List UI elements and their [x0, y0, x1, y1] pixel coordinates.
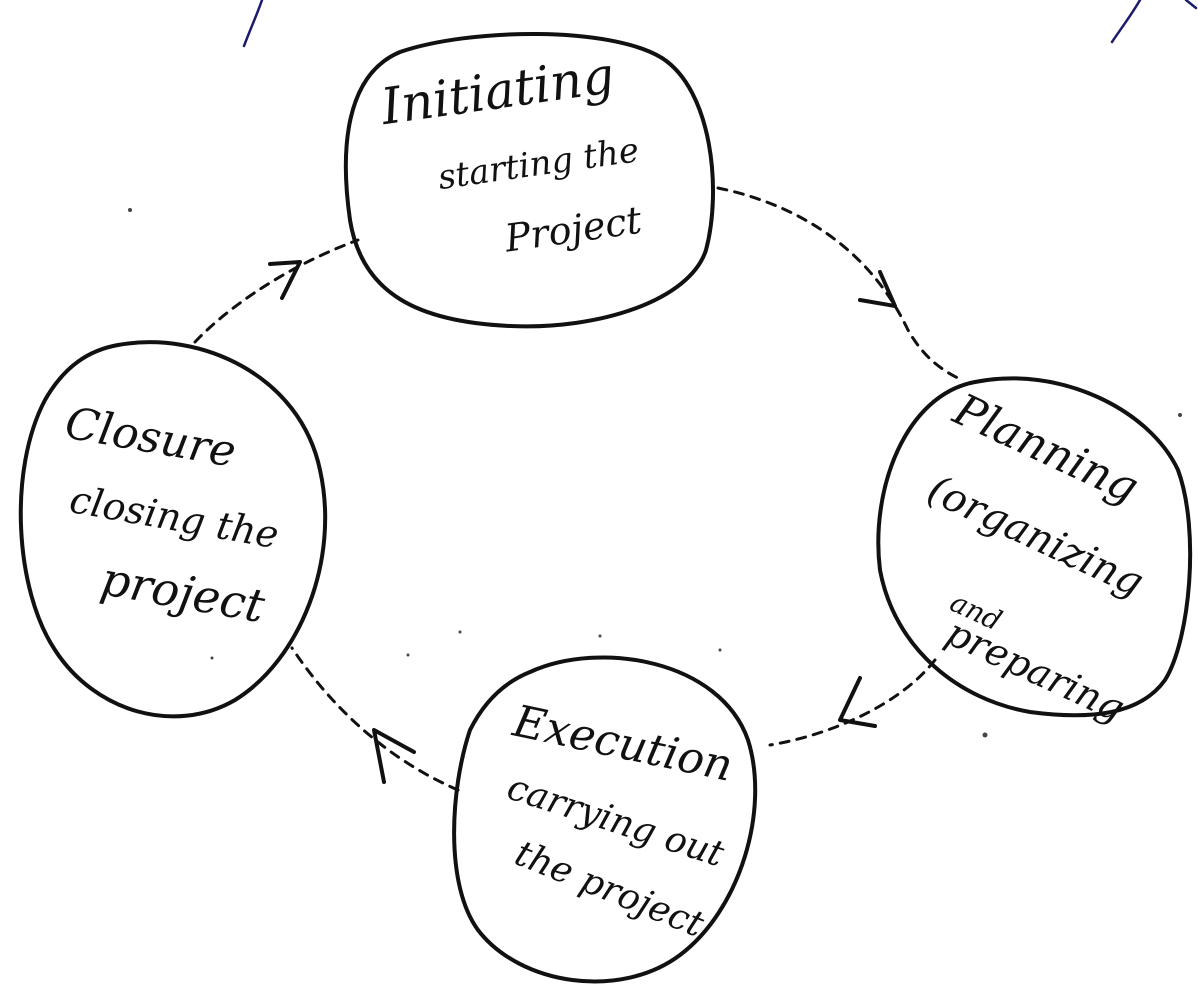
arrowhead-icon [372, 728, 416, 784]
arrowhead-icon [858, 270, 897, 308]
edge-closure-to-initiating [193, 238, 360, 344]
speck [982, 732, 988, 738]
node-shape [343, 31, 715, 329]
node-initiating: Initiating starting the Project [343, 31, 715, 329]
pen-stroke-right [1110, 0, 1142, 44]
speck [598, 634, 602, 638]
edge-line [716, 186, 964, 382]
edge-line [768, 658, 937, 747]
node-subtitle-line: starting the [436, 130, 642, 198]
node-closure: Closure closing the project [18, 340, 328, 719]
node-execution: Execution carrying out the project [452, 655, 758, 984]
node-shape [452, 655, 758, 984]
node-shape [18, 340, 328, 719]
speck [128, 208, 132, 212]
speck [1178, 413, 1182, 417]
node-subtitle-line: closing the [67, 477, 283, 557]
arrowhead-icon [268, 260, 302, 300]
edge-planning-to-execution [768, 658, 937, 747]
speck [718, 648, 722, 652]
arrowhead-icon [838, 676, 877, 728]
node-title: Initiating [377, 46, 618, 136]
speck [406, 653, 410, 657]
edge-execution-to-closure [290, 646, 460, 792]
edges [193, 186, 964, 792]
edge-line [193, 238, 360, 344]
speck [458, 630, 462, 634]
node-subtitle-line: project [97, 551, 269, 633]
node-subtitle-line: Project [501, 198, 645, 261]
node-title: Closure [61, 398, 239, 478]
pen-stroke-corner [1184, 0, 1198, 10]
edge-initiating-to-planning [716, 186, 964, 382]
node-shape [876, 376, 1193, 718]
node-planning: Planning (organizing and preparing [876, 376, 1193, 731]
speck [210, 656, 214, 660]
pen-stroke-left [242, 0, 264, 48]
edge-line [290, 646, 460, 792]
scan-specks [128, 208, 1182, 738]
